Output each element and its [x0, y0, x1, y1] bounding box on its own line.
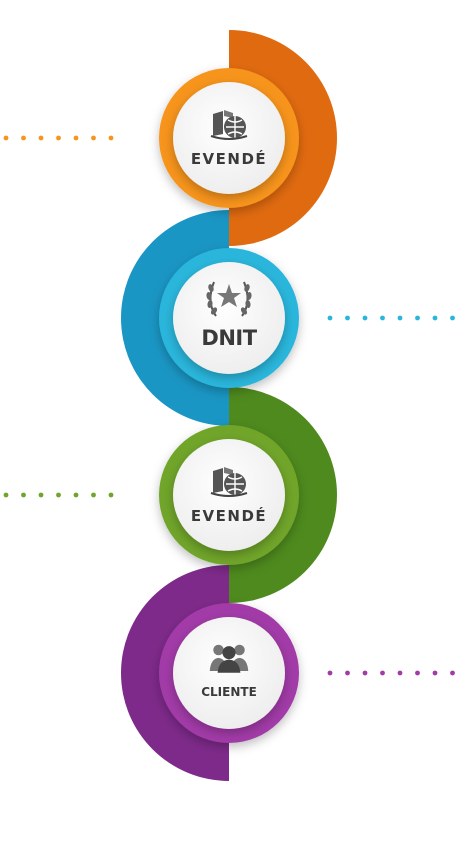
- node-evende-1: [159, 68, 299, 208]
- disc-cliente: [173, 617, 285, 729]
- connector-dots-dnit: [327, 315, 455, 321]
- node-cliente: [159, 603, 299, 743]
- people-icon: [209, 644, 249, 673]
- node-evende-2: [159, 425, 299, 565]
- connector-dots-evende-2: [3, 492, 114, 498]
- connector-dots-evende-1: [3, 135, 114, 141]
- node-layer: [159, 68, 299, 743]
- disc-dnit: [173, 262, 285, 374]
- connector-dots-cliente: [327, 670, 455, 676]
- node-dnit: [159, 248, 299, 388]
- connector-dots-layer: [3, 135, 455, 676]
